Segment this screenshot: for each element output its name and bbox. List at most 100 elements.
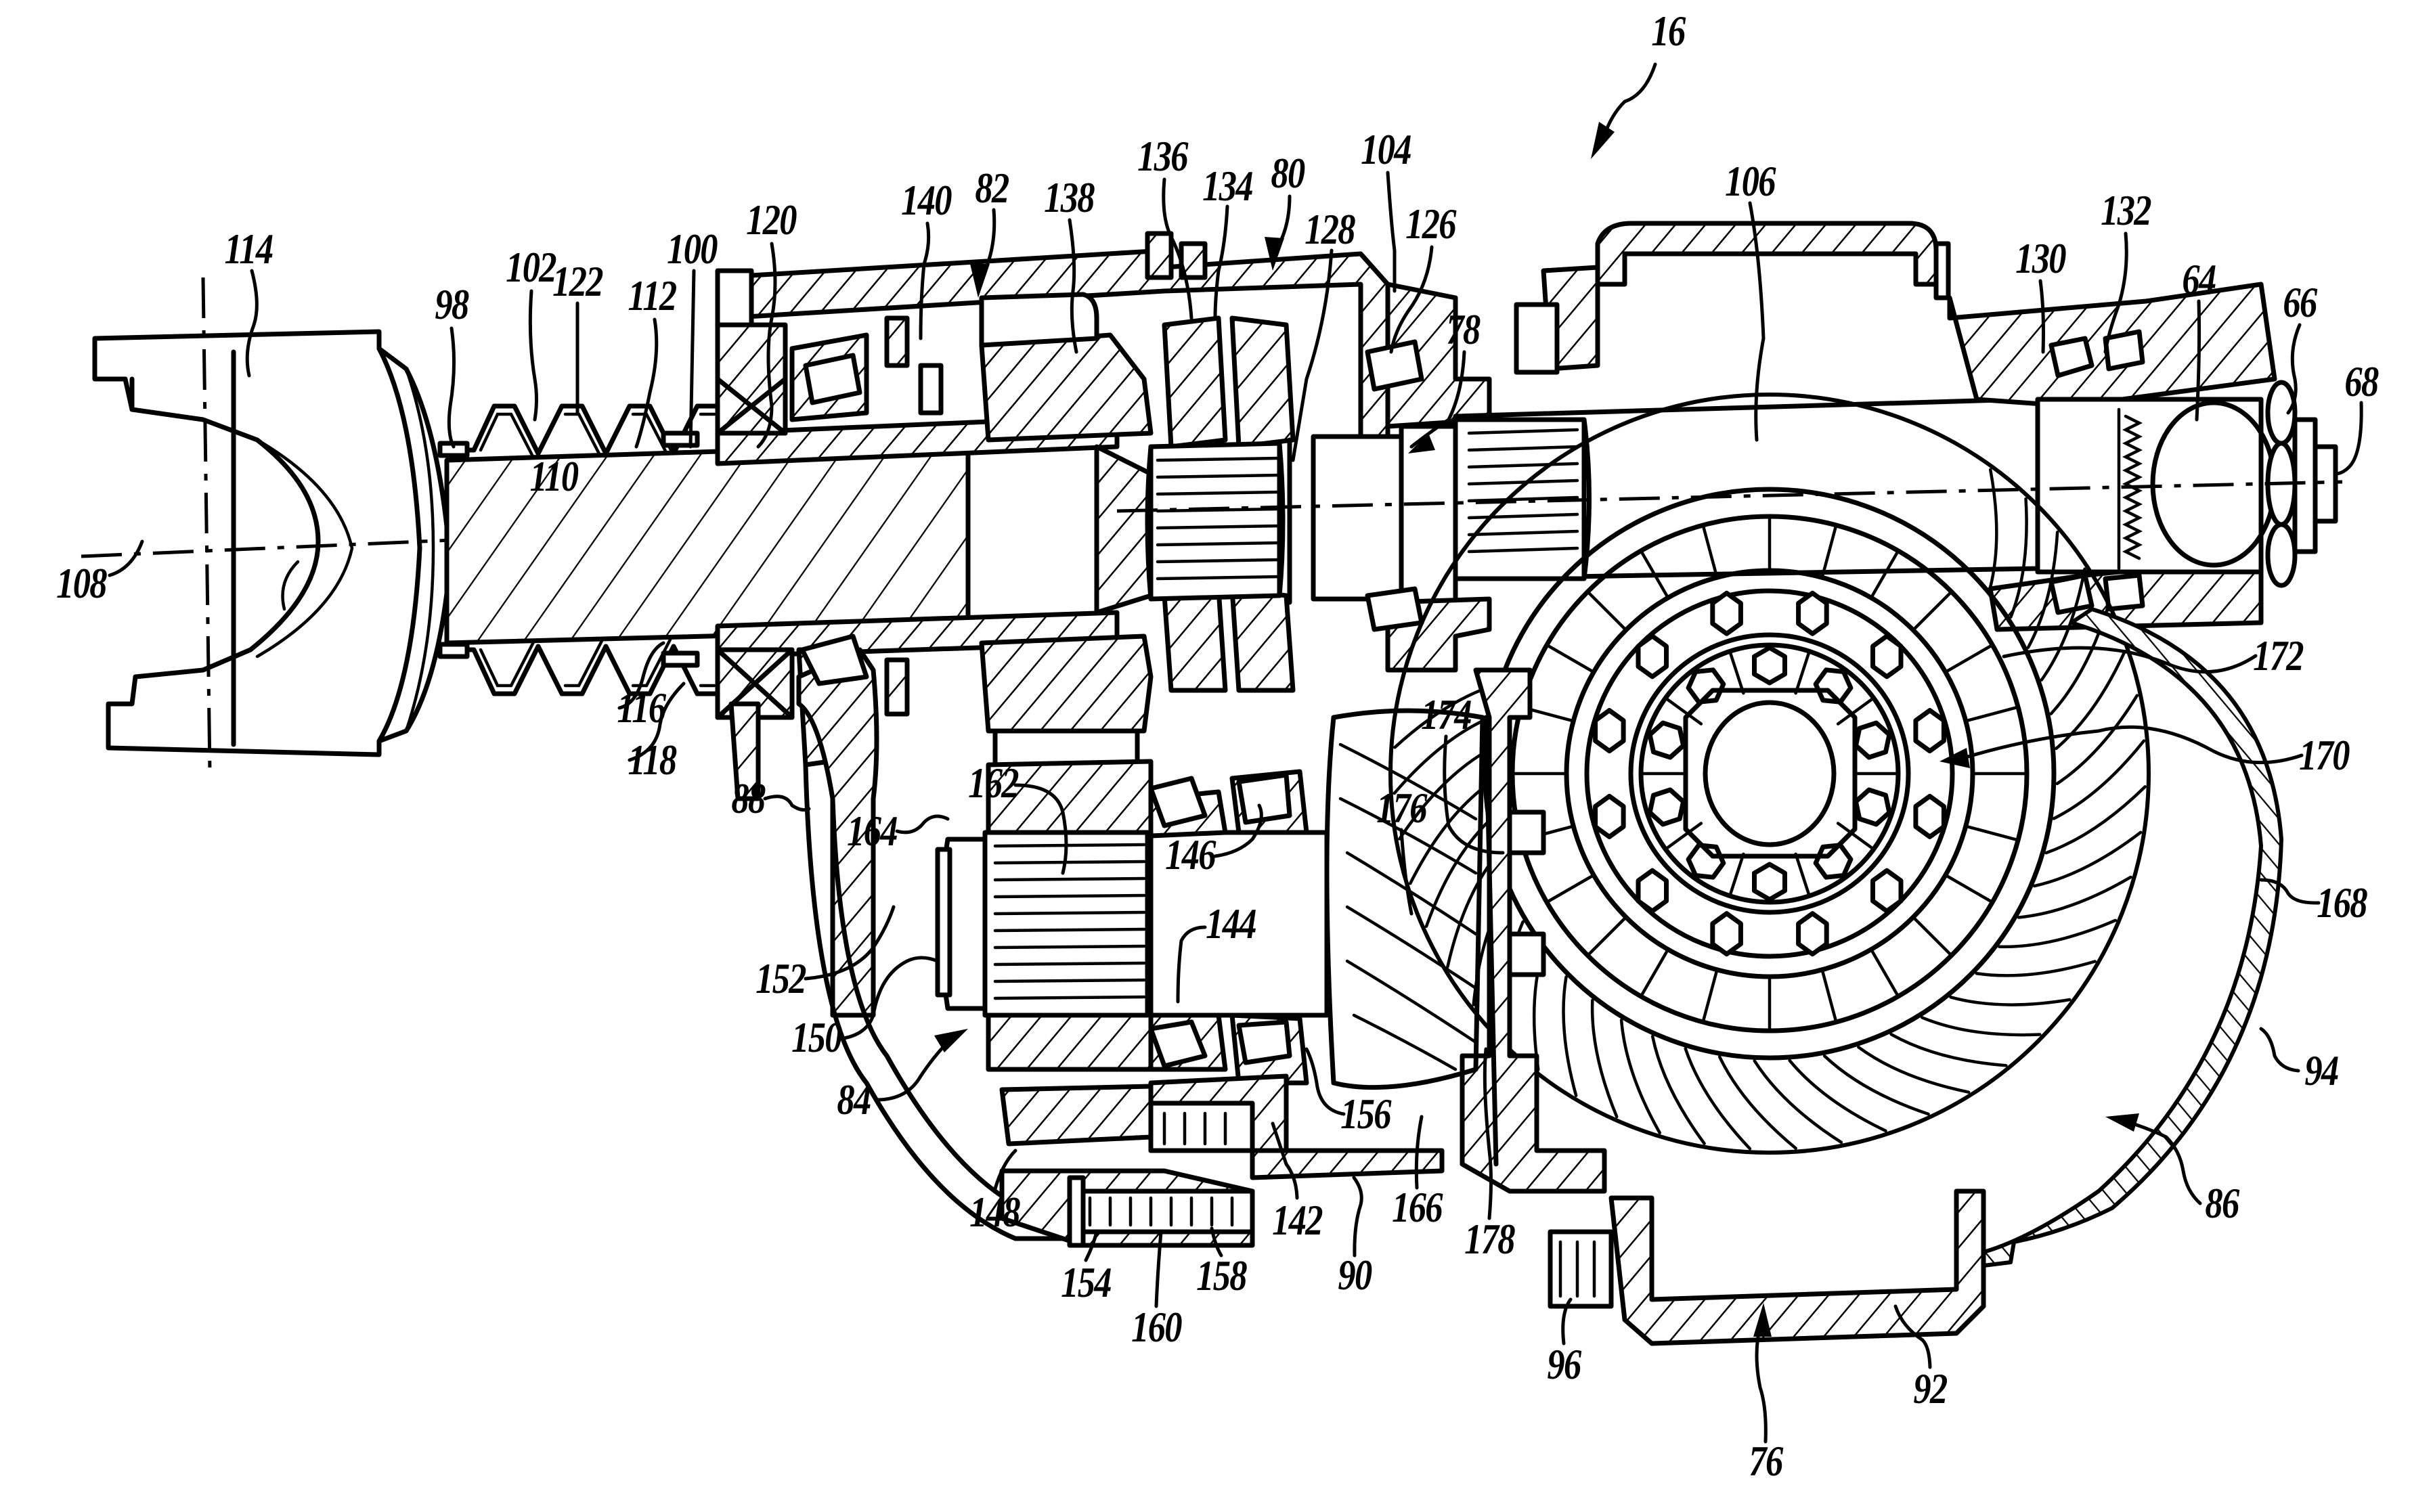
- ref-138: 138: [1044, 176, 1094, 219]
- ref-94: 94: [2304, 1049, 2338, 1092]
- carrier-bolt-hex: [1713, 914, 1741, 954]
- ref-144: 144: [1206, 902, 1256, 946]
- ref-148: 148: [969, 1191, 1020, 1234]
- ref-156: 156: [1340, 1092, 1390, 1136]
- side-gear-divider: [1796, 651, 1810, 693]
- flange-segment-line: [1946, 875, 1992, 902]
- ref-66: 66: [2283, 281, 2316, 324]
- flange-segment-line: [1946, 645, 1992, 672]
- ref-104: 104: [1361, 128, 1411, 171]
- ring-gear-tooth: [2019, 877, 2130, 918]
- side-gear-tooth-window: [1650, 790, 1684, 824]
- flange-segment-line: [1966, 826, 2018, 841]
- carrier-bolt-hex: [1799, 593, 1827, 633]
- ref-84: 84: [837, 1078, 870, 1121]
- ref-92: 92: [1913, 1367, 1946, 1410]
- side-gear-tooth-window: [1755, 648, 1785, 683]
- ring-gear-tooth: [1719, 1057, 1796, 1149]
- ring-gear-tooth: [2057, 696, 2137, 784]
- ref-170: 170: [2299, 734, 2349, 777]
- ring-gear-tooth: [2054, 741, 2144, 819]
- ref-90: 90: [1338, 1253, 1371, 1297]
- flange-segment-line: [1913, 917, 1952, 956]
- ref-164: 164: [847, 809, 897, 853]
- ref-146: 146: [1165, 833, 1215, 876]
- ring-gear-tooth: [1858, 1047, 1969, 1092]
- ref-112: 112: [628, 274, 676, 317]
- carrier-bolt-hex: [1596, 796, 1624, 837]
- ring-gear-tooth: [1652, 1036, 1704, 1143]
- ring-gear-tooth: [1790, 1061, 1886, 1131]
- ref-96: 96: [1547, 1343, 1580, 1386]
- pinion-assembly-84: [938, 761, 1327, 1151]
- carrier-bolt-hex: [1596, 711, 1624, 751]
- ring-gear-tooth: [1999, 920, 2115, 947]
- ref-80: 80: [1271, 152, 1304, 195]
- ref-118: 118: [628, 738, 676, 782]
- ring-gear-tooth: [1977, 962, 2095, 976]
- yoke-vertical-centerline: [203, 277, 210, 772]
- side-gear-tooth-window: [1650, 723, 1684, 757]
- side-gear-divider: [1730, 651, 1743, 693]
- ring-gear-tooth: [2046, 786, 2145, 853]
- side-gear-tooth-window: [1755, 864, 1785, 899]
- carrier-bolt-hex: [1873, 636, 1902, 677]
- ref-162: 162: [968, 761, 1018, 805]
- pinion-gear-stack-134: [1147, 318, 1293, 690]
- ref-110: 110: [530, 455, 578, 498]
- side-gear-tooth-window: [1856, 790, 1889, 824]
- ref-134: 134: [1202, 164, 1252, 208]
- flange-segment-line: [1913, 592, 1952, 630]
- ref-136: 136: [1137, 135, 1187, 178]
- ref-120: 120: [746, 198, 796, 242]
- ref-114: 114: [225, 227, 273, 271]
- ref-174: 174: [1421, 693, 1471, 736]
- ring-gear-tooth: [1922, 1017, 2040, 1035]
- ref-64: 64: [2182, 258, 2215, 301]
- ref-130: 130: [2015, 237, 2065, 280]
- side-gear-divider: [1796, 854, 1810, 896]
- carrier-bolt-hex: [1916, 711, 1944, 751]
- ref-122: 122: [552, 260, 602, 303]
- ref-166: 166: [1392, 1186, 1442, 1229]
- ref-154: 154: [1061, 1261, 1111, 1304]
- ref-88: 88: [731, 777, 764, 820]
- ref-172: 172: [2253, 634, 2303, 677]
- flange-segment-line: [1641, 950, 1668, 996]
- ref-132: 132: [2101, 189, 2151, 232]
- ref-152: 152: [755, 957, 806, 1000]
- rear-cover-94: [1983, 609, 2281, 1266]
- ref-76: 76: [1749, 1440, 1782, 1483]
- ref-78: 78: [1446, 308, 1479, 351]
- carrier-bolt-hex: [1916, 796, 1944, 837]
- ref-176: 176: [1376, 786, 1426, 830]
- ref-86: 86: [2205, 1182, 2238, 1225]
- carrier-bolt-hex: [1638, 636, 1667, 677]
- flange-segment-line: [1587, 592, 1626, 630]
- flange-segment-line: [1547, 875, 1594, 902]
- ref-100: 100: [667, 227, 717, 271]
- flange-segment-line: [1822, 970, 1837, 1022]
- ring-gear-tooth: [2034, 832, 2141, 886]
- pinion-gear-176: [1327, 711, 1483, 1088]
- flange-segment-line: [1703, 970, 1717, 1022]
- side-gear-tooth-window: [1856, 723, 1889, 757]
- ref-168: 168: [2317, 881, 2367, 925]
- flange-segment-line: [1547, 645, 1594, 672]
- ref-150: 150: [791, 1016, 841, 1059]
- ref-142: 142: [1272, 1199, 1322, 1242]
- ref-126: 126: [1405, 202, 1455, 246]
- flange-segment-line: [1966, 707, 2018, 721]
- flange-segment-line: [1587, 917, 1626, 956]
- carrier-bolt-hex: [1799, 914, 1827, 954]
- ref-106: 106: [1725, 160, 1775, 203]
- ref-68: 68: [2344, 360, 2377, 403]
- ring-gear-tooth: [1686, 1048, 1750, 1149]
- flange-segment-line: [1871, 950, 1898, 996]
- ring-gear-tooth: [1592, 1000, 1617, 1117]
- ref-160: 160: [1131, 1306, 1181, 1349]
- side-gear-divider: [1730, 854, 1743, 896]
- carrier-bolt-hex: [1638, 870, 1667, 911]
- ref-108: 108: [56, 562, 106, 605]
- ring-gear-tooth: [1563, 977, 1576, 1096]
